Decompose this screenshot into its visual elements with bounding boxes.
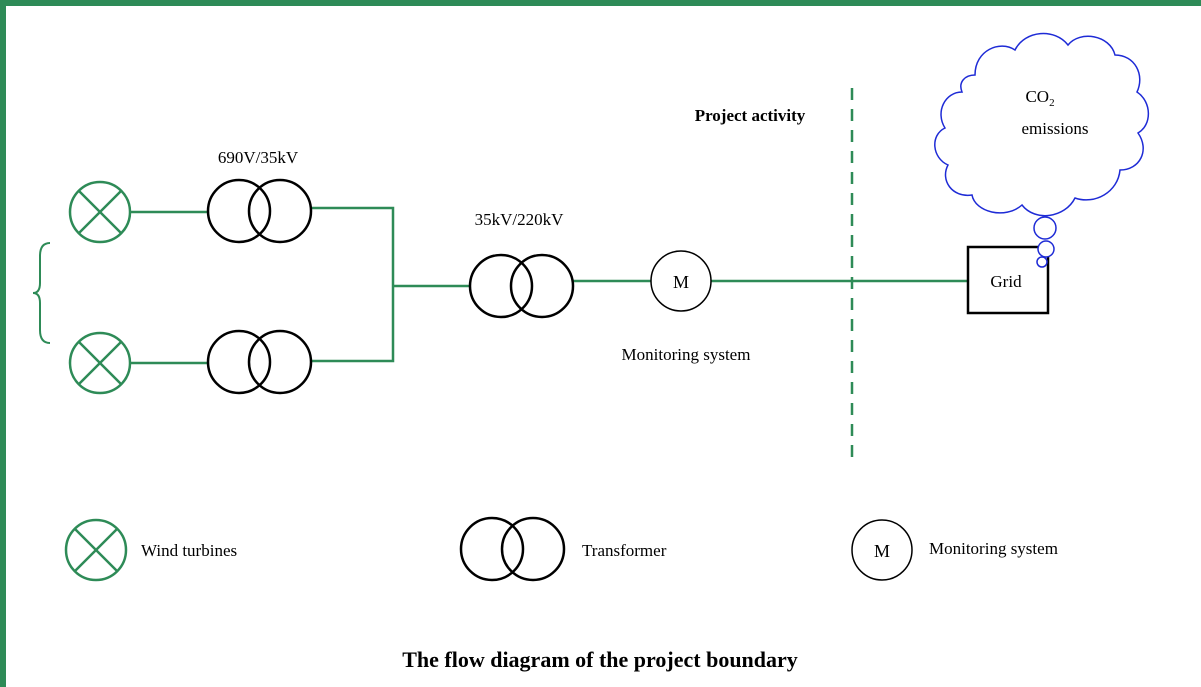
legend-meter-symbol: M [874, 541, 890, 561]
legend-transformer-label: Transformer [582, 541, 667, 560]
legend-wind-turbines-label: Wind turbines [141, 541, 237, 560]
legend: Wind turbines Transformer M Monitoring s… [64, 516, 1058, 582]
wind-turbine-top [68, 180, 132, 244]
legend-transformer-icon [459, 516, 566, 582]
transformer-main [468, 253, 575, 319]
project-activity-label: Project activity [695, 106, 806, 125]
legend-monitoring-label: Monitoring system [929, 539, 1058, 558]
transformer-top [206, 178, 313, 244]
transformer-2-label: 35kV/220kV [475, 210, 565, 229]
monitoring-meter: M [650, 250, 712, 312]
wind-turbine-bottom [68, 331, 132, 395]
legend-wind-turbine-icon [64, 518, 128, 582]
grid-label: Grid [990, 272, 1022, 291]
emissions-label: emissions [1021, 119, 1088, 138]
transformer-1-label: 690V/35kV [218, 148, 299, 167]
meter-symbol: M [673, 272, 689, 292]
legend-meter-icon: M [851, 519, 913, 581]
turbine-group-brace [32, 242, 51, 344]
co2-label: CO2 [1025, 87, 1054, 109]
connection-lines [130, 206, 968, 365]
co2-emissions-cloud [934, 32, 1150, 268]
transformer-bottom [206, 329, 313, 395]
monitoring-system-label: Monitoring system [622, 345, 751, 364]
diagram-title: The flow diagram of the project boundary [402, 647, 798, 672]
grid-box: Grid [966, 245, 1050, 315]
